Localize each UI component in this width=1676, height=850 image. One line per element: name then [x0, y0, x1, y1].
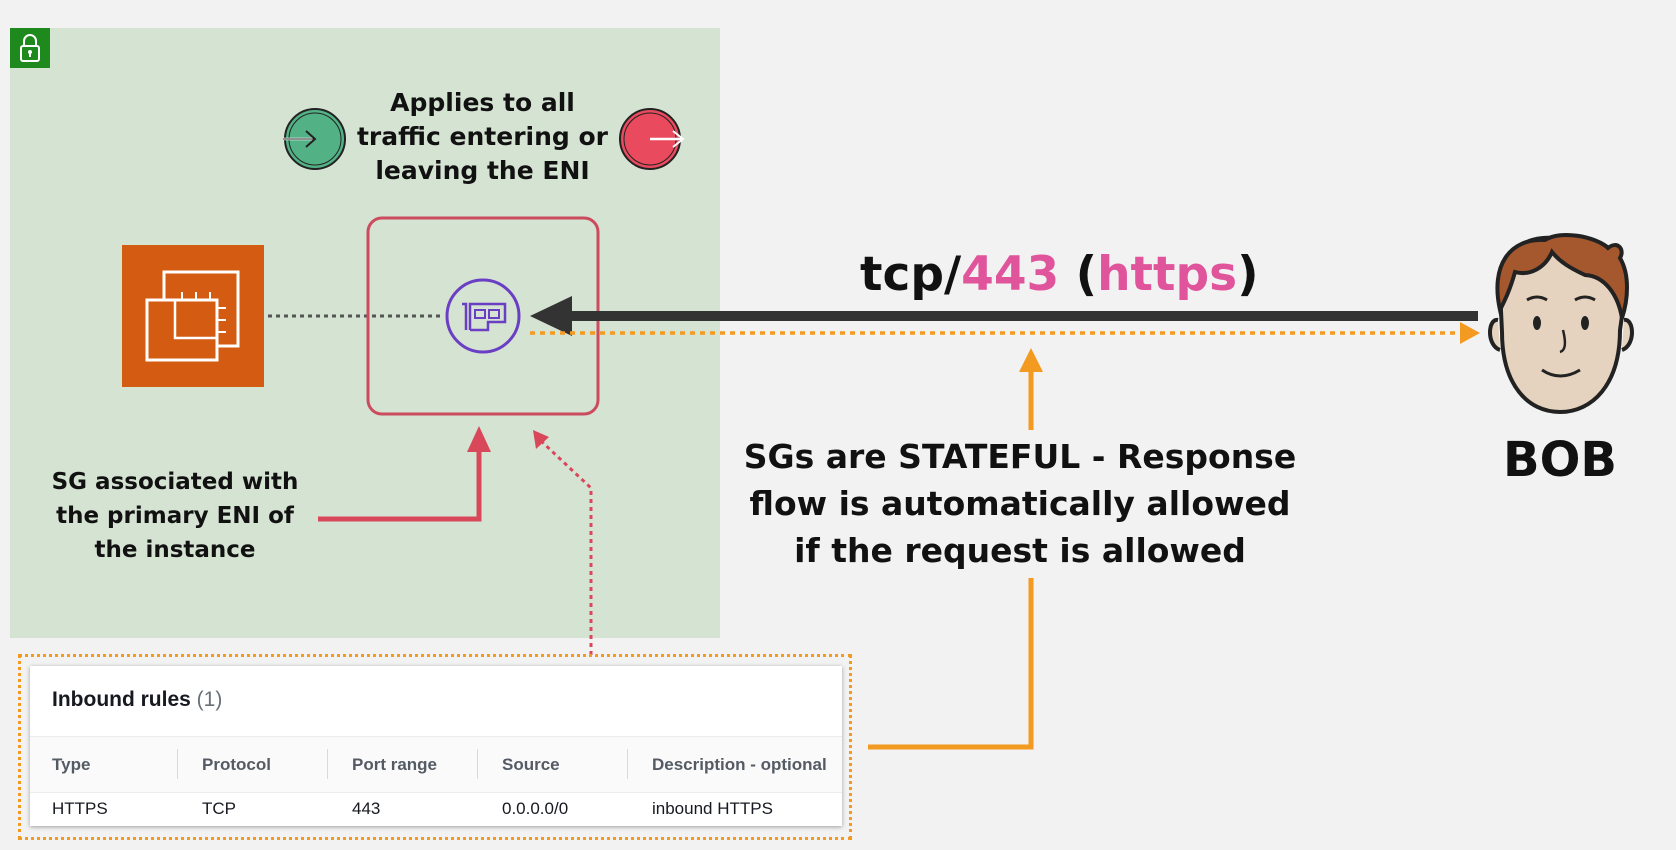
response-arrow [530, 322, 1480, 344]
column-separator[interactable] [627, 749, 628, 779]
column-separator[interactable] [327, 749, 328, 779]
rules-to-eni-arrow [533, 430, 593, 655]
ec2-instance-icon [122, 245, 264, 387]
applies-line-3: leaving the ENI [375, 156, 590, 185]
sg-line-1: SG associated with [51, 469, 299, 495]
rules-highlight-outline [18, 654, 852, 840]
stateful-caption: SGs are STATEFUL - Response flow is auto… [740, 433, 1300, 574]
person-icon [1488, 232, 1634, 415]
protocol-port: 443 [961, 247, 1060, 302]
sg-line-2: the primary ENI of [56, 503, 294, 529]
column-header-port-range[interactable]: Port range [352, 755, 438, 774]
inbound-rules-title-text: Inbound rules [52, 688, 191, 711]
stateful-line-1: SGs are STATEFUL - Response [743, 437, 1297, 476]
stateful-connector [868, 348, 1043, 750]
cell-protocol: TCP [202, 799, 236, 818]
sg-association-arrow [318, 426, 491, 522]
rules-table-header: Type Protocol Port range Source Descript… [30, 736, 842, 793]
sg-line-3: the instance [94, 537, 256, 563]
column-header-description[interactable]: Description - optional [652, 755, 827, 774]
person-name: BOB [1503, 432, 1617, 488]
sg-association-caption: SG associated with the primary ENI of th… [40, 465, 310, 567]
column-header-source[interactable]: Source [502, 755, 560, 774]
cell-source: 0.0.0.0/0 [502, 799, 569, 818]
column-separator[interactable] [177, 749, 178, 779]
cell-type: HTTPS [52, 799, 108, 818]
inbound-traffic-icon [283, 108, 346, 170]
request-arrow [530, 296, 1478, 336]
applies-line-2: traffic entering or [356, 122, 608, 151]
inbound-rules-count: (1) [196, 688, 223, 711]
protocol-label: tcp/443 (https) [860, 246, 1280, 304]
column-header-protocol[interactable]: Protocol [202, 755, 271, 774]
applies-line-1: Applies to all [390, 88, 575, 117]
protocol-open-paren: ( [1059, 247, 1098, 302]
applies-caption: Applies to all traffic entering or leavi… [355, 86, 610, 188]
network-interface-icon [445, 278, 521, 354]
column-header-type[interactable]: Type [52, 755, 91, 774]
protocol-prefix: tcp/ [860, 247, 962, 302]
inbound-rules-title: Inbound rules (1) [52, 688, 222, 712]
protocol-close-paren: ) [1237, 247, 1259, 302]
cell-port-range: 443 [352, 799, 381, 818]
protocol-service: https [1097, 247, 1238, 302]
column-separator[interactable] [477, 749, 478, 779]
stateful-line-3: if the request is allowed [794, 531, 1246, 570]
outbound-traffic-icon [619, 108, 685, 170]
cell-description: inbound HTTPS [652, 799, 773, 818]
lock-icon [10, 28, 50, 68]
inbound-rules-panel: Inbound rules (1) Type Protocol Port ran… [30, 666, 842, 826]
stateful-line-2: flow is automatically allowed [749, 484, 1291, 523]
